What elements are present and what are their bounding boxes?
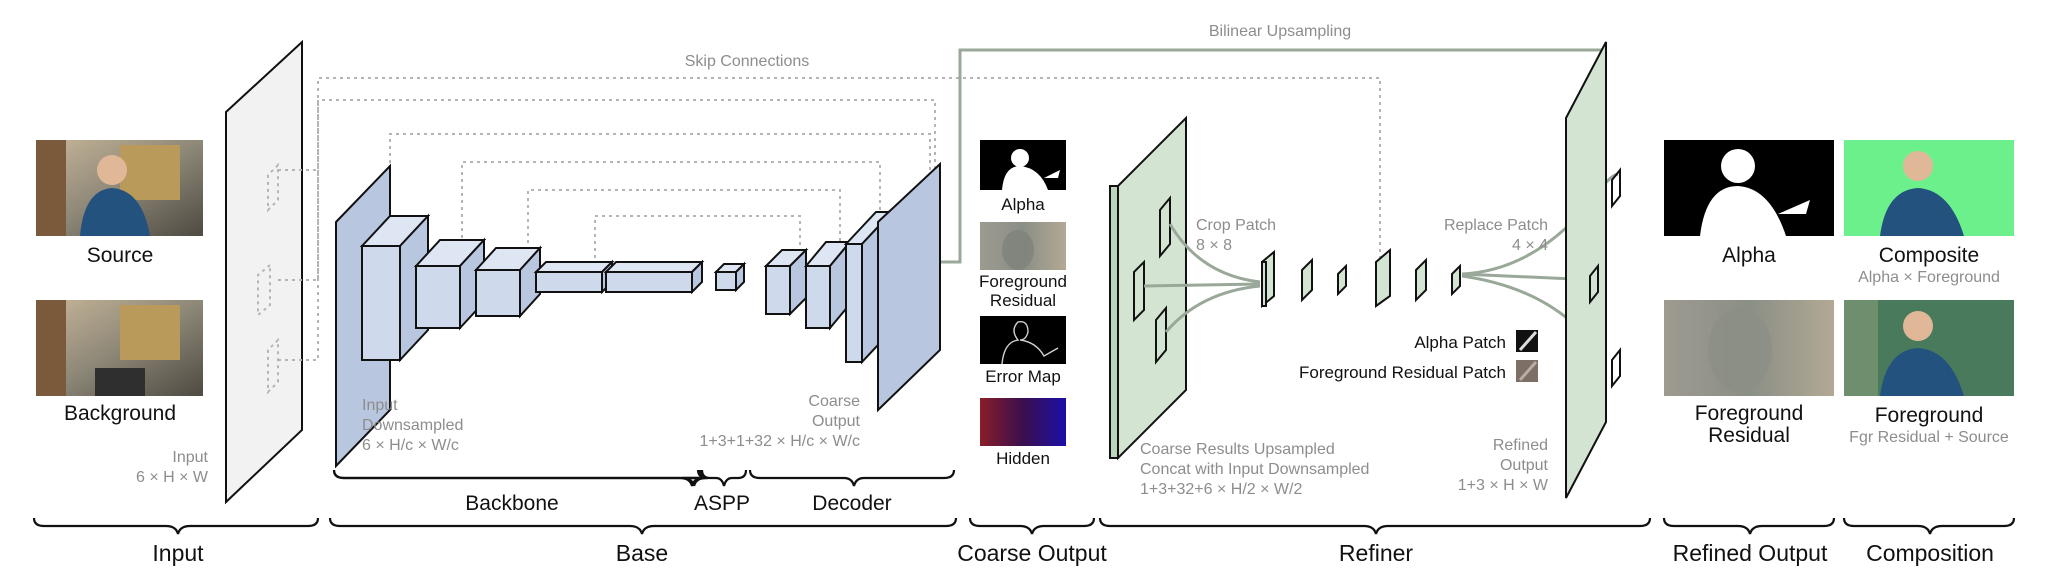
coarse-alpha-image bbox=[980, 140, 1066, 190]
source-image bbox=[36, 140, 203, 236]
composite-sublabel: Alpha × Foreground bbox=[1858, 269, 2000, 286]
decoder-blocks bbox=[763, 161, 941, 413]
coarse-error-map-label: Error Map bbox=[985, 367, 1061, 386]
crop-patch-arrows bbox=[1143, 223, 1261, 333]
alpha-patch-swatch bbox=[1516, 330, 1538, 352]
coarse-results-1: Coarse Results Upsampled bbox=[1140, 441, 1335, 458]
replace-patch-label-1: Replace Patch bbox=[1444, 217, 1548, 234]
bilinear-upsampling-label: Bilinear Upsampling bbox=[1209, 23, 1351, 40]
coarse-output-dims-3: 1+3+1+32 × H/c × W/c bbox=[699, 433, 860, 450]
fgr-patch-label: Foreground Residual Patch bbox=[1299, 363, 1506, 382]
foreground-label: Foreground bbox=[1875, 404, 1984, 427]
refiner-patch-blocks bbox=[1261, 247, 1461, 309]
refined-output-dims-3: 1+3 × H × W bbox=[1458, 477, 1549, 494]
skip-connections-label: Skip Connections bbox=[685, 53, 810, 70]
coarse-foreground-residual-image bbox=[980, 222, 1066, 270]
decoder-label: Decoder bbox=[812, 492, 891, 515]
background-image bbox=[36, 300, 203, 396]
aspp-label: ASPP bbox=[694, 492, 750, 515]
input-downsampled-3: 6 × H/c × W/c bbox=[362, 437, 459, 454]
composite-label: Composite bbox=[1879, 244, 1979, 267]
foreground-sublabel: Fgr Residual + Source bbox=[1849, 429, 2009, 446]
section-refiner-label: Refiner bbox=[1339, 540, 1413, 566]
section-composition-label: Composition bbox=[1866, 540, 1994, 566]
backbone-label: Backbone bbox=[465, 492, 558, 515]
input-downsampled-1: Input bbox=[362, 397, 398, 414]
backbone-blocks bbox=[335, 163, 705, 469]
coarse-output-slab bbox=[877, 161, 941, 413]
coarse-fgr-label-2: Residual bbox=[990, 291, 1056, 310]
crop-patch-label-2: 8 × 8 bbox=[1196, 237, 1232, 254]
aspp-brace bbox=[700, 469, 748, 487]
foreground-image bbox=[1844, 300, 2014, 396]
fgr-patch-swatch bbox=[1516, 360, 1538, 382]
coarse-hidden-image bbox=[980, 398, 1066, 446]
replace-patch-label-2: 4 × 4 bbox=[1512, 237, 1548, 254]
input-dims-2: 6 × H × W bbox=[136, 469, 209, 486]
refiner-input-plane bbox=[1109, 115, 1187, 461]
coarse-output-dims-2: Output bbox=[812, 413, 861, 430]
refined-foreground-residual-image bbox=[1664, 300, 1834, 396]
refined-output-dims-2: Output bbox=[1500, 457, 1549, 474]
section-input-label: Input bbox=[152, 540, 204, 566]
refined-output-dims-1: Refined bbox=[1493, 437, 1548, 454]
coarse-output-dims-1: Coarse bbox=[808, 393, 860, 410]
section-coarse-output-label: Coarse Output bbox=[957, 540, 1107, 566]
input-plane bbox=[225, 39, 303, 505]
coarse-alpha-label: Alpha bbox=[1001, 195, 1045, 214]
coarse-hidden-label: Hidden bbox=[996, 449, 1050, 468]
refined-output-plane bbox=[1565, 41, 1621, 499]
coarse-fgr-label-1: Foreground bbox=[979, 272, 1067, 291]
source-label: Source bbox=[87, 244, 154, 267]
refined-alpha-label: Alpha bbox=[1722, 244, 1776, 267]
aspp-block bbox=[713, 261, 747, 293]
refined-alpha-image bbox=[1664, 140, 1834, 236]
section-refined-output-label: Refined Output bbox=[1673, 540, 1828, 566]
coarse-results-3: 1+3+32+6 × H/2 × W/2 bbox=[1140, 481, 1302, 498]
coarse-error-map-image bbox=[980, 316, 1066, 365]
input-dims-1: Input bbox=[172, 449, 208, 466]
refined-fgr-label-2: Residual bbox=[1708, 424, 1790, 447]
section-braces bbox=[32, 517, 2016, 535]
composite-image bbox=[1844, 140, 2014, 236]
background-label: Background bbox=[64, 402, 176, 425]
refined-fgr-label-1: Foreground bbox=[1695, 402, 1804, 425]
decoder-brace bbox=[748, 469, 956, 487]
skip-connections bbox=[278, 77, 1381, 361]
section-base-label: Base bbox=[616, 540, 668, 566]
coarse-results-2: Concat with Input Downsampled bbox=[1140, 461, 1369, 478]
input-downsampled-2: Downsampled bbox=[362, 417, 463, 434]
alpha-patch-label: Alpha Patch bbox=[1414, 333, 1506, 352]
crop-patch-label-1: Crop Patch bbox=[1196, 217, 1276, 234]
